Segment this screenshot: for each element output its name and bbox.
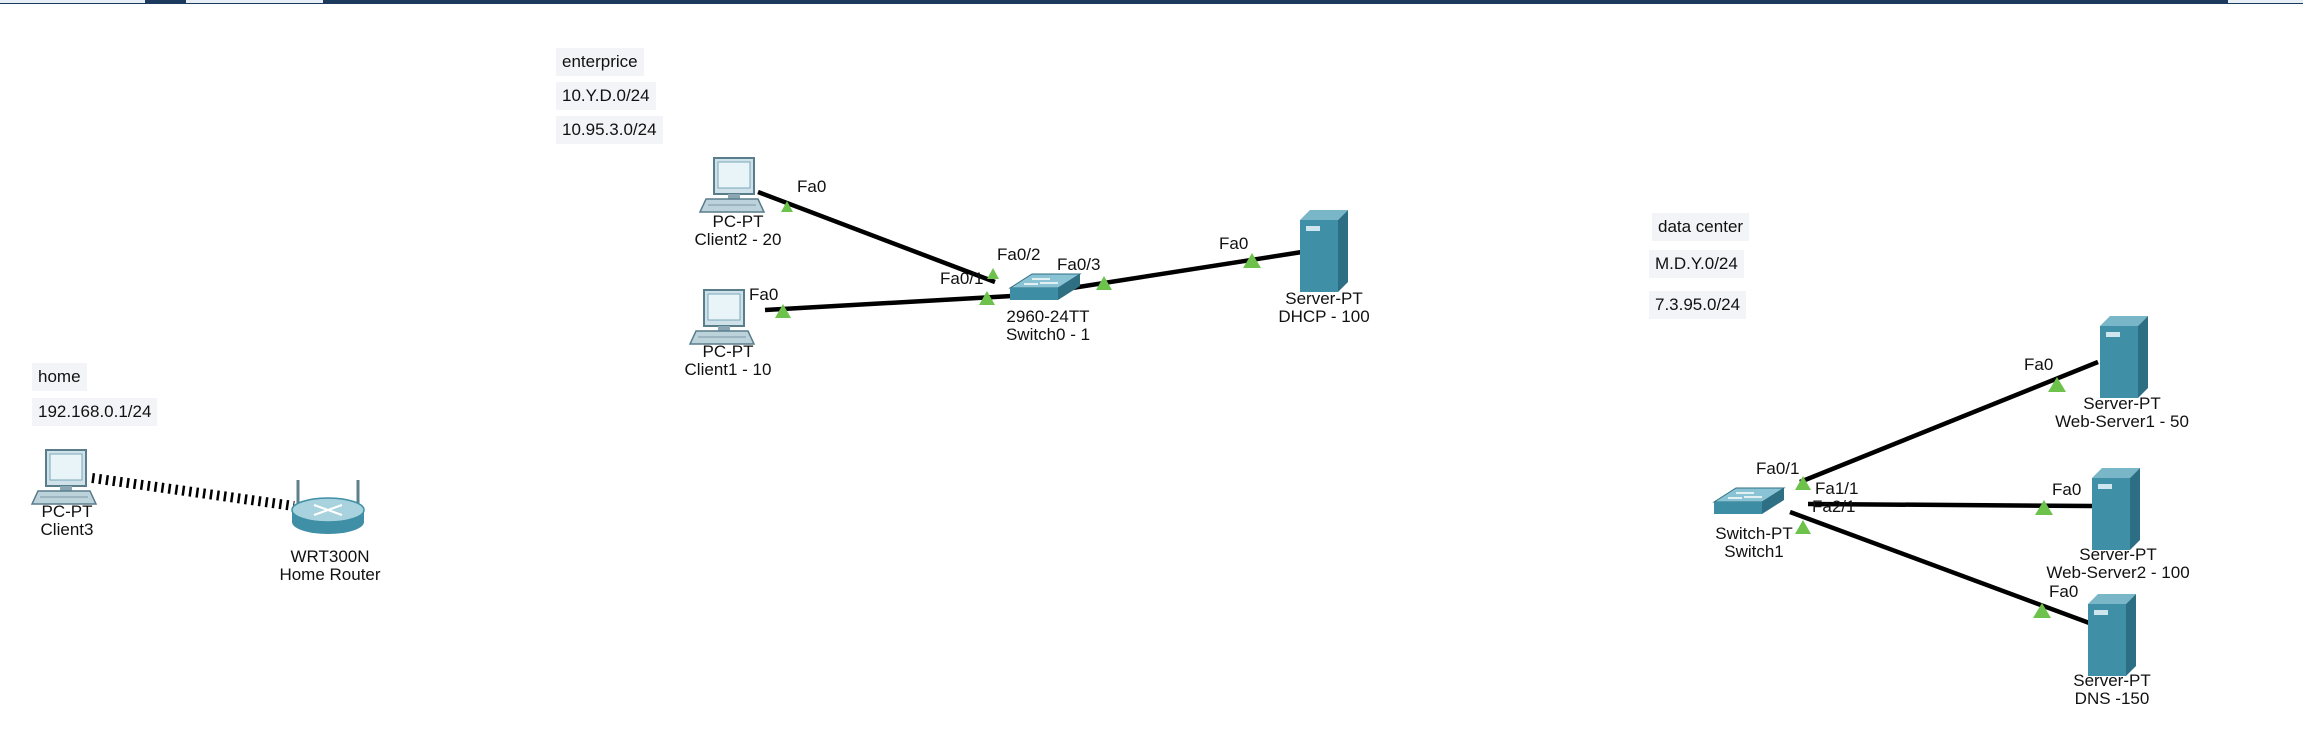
port-label: Fa0 (797, 177, 826, 196)
device-name-label: Home Router (279, 565, 380, 584)
note-enterprise-title[interactable]: enterprice (556, 48, 644, 76)
port-label: Fa0/1 (940, 269, 983, 288)
link-up-indicator (1795, 476, 1811, 490)
toolbar-tab[interactable] (0, 0, 145, 3)
device-model-label: Switch-PT (1715, 524, 1792, 543)
link-switch0-dhcp[interactable] (1071, 249, 1303, 291)
note-datacenter-subnet[interactable]: 7.3.95.0/24 (1649, 291, 1747, 319)
device-name-label: Web-Server2 - 100 (2046, 563, 2189, 582)
port-label: Fa0 (2024, 355, 2053, 374)
note-enterprise-subnet-template[interactable]: 10.Y.D.0/24 (556, 82, 656, 110)
switch-icon (1713, 487, 1785, 515)
link-up-indicator (1243, 253, 1261, 268)
link-up-indicator (775, 304, 791, 318)
port-label: Fa0 (749, 285, 778, 304)
port-label: Fa0/3 (1057, 255, 1100, 274)
device-model-label: PC-PT (703, 342, 754, 361)
device-home-router[interactable]: WRT300N Home Router (279, 478, 381, 584)
pc-icon (31, 449, 97, 505)
device-model-label: PC-PT (713, 212, 764, 231)
device-name-label: Switch0 - 1 (1006, 325, 1090, 344)
note-datacenter-subnet-template[interactable]: M.D.Y.0/24 (1649, 250, 1744, 278)
device-name-label: Client3 (41, 520, 94, 539)
port-label: Fa0 (2052, 480, 2081, 499)
toolbar-tab[interactable] (186, 0, 323, 3)
device-name-label: Switch1 (1724, 542, 1784, 561)
port-label: Fa1/1 (1815, 479, 1858, 498)
link-up-indicator (2035, 500, 2053, 515)
device-client2[interactable]: PC-PT Client2 - 20 (695, 157, 782, 249)
device-model-label: WRT300N (290, 547, 369, 566)
note-home-subnet[interactable]: 192.168.0.1/24 (32, 398, 158, 426)
server-icon (1300, 210, 1348, 292)
device-client1[interactable]: PC-PT Client1 - 10 (685, 289, 772, 379)
link-up-indicator (781, 201, 793, 212)
device-name-label: Client1 - 10 (685, 360, 772, 379)
device-model-label: Server-PT (2073, 671, 2150, 690)
device-name-label: DNS -150 (2075, 689, 2150, 708)
device-web-server1[interactable]: Server-PT Web-Server1 - 50 (2055, 316, 2189, 431)
link-up-indicator (1096, 276, 1112, 290)
server-icon (2092, 468, 2140, 550)
device-name-label: Web-Server1 - 50 (2055, 412, 2189, 431)
top-toolbar-strip (0, 0, 2303, 4)
link-up-indicator (2048, 377, 2066, 392)
device-web-server2[interactable]: Server-PT Web-Server2 - 100 (2046, 468, 2190, 582)
pc-icon (699, 157, 765, 213)
port-label: Fa2/1 (1812, 497, 1855, 516)
port-label: Fa0 (2049, 582, 2078, 601)
link-status-indicators (775, 201, 2066, 618)
device-model-label: PC-PT (42, 502, 93, 521)
link-client1-switch0[interactable] (764, 293, 1013, 313)
port-labels: Fa0 Fa0/2 Fa0 Fa0/1 Fa0/3 Fa0 Fa0/1 Fa1/… (749, 177, 2081, 601)
link-up-indicator (1795, 520, 1811, 534)
wireless-router-icon (290, 478, 366, 536)
switch-icon (1009, 273, 1081, 301)
device-model-label: 2960-24TT (1006, 307, 1089, 326)
port-label: Fa0/1 (1756, 459, 1799, 478)
link-switch1-web1[interactable] (1799, 359, 2099, 485)
link-up-indicator (987, 268, 999, 279)
device-model-label: Server-PT (2079, 545, 2156, 564)
note-datacenter-title[interactable]: data center (1652, 213, 1750, 241)
link-up-indicator (979, 291, 995, 305)
toolbar-tab[interactable] (2228, 0, 2303, 3)
device-switch1[interactable]: Switch-PT Switch1 (1713, 487, 1793, 561)
device-dns-server[interactable]: Server-PT DNS -150 (2073, 594, 2151, 708)
device-name-label: Client2 - 20 (695, 230, 782, 249)
port-label: Fa0/2 (997, 245, 1040, 264)
note-home-title[interactable]: home (32, 363, 87, 391)
link-client2-switch0[interactable] (757, 189, 996, 285)
wireless-link-client3-router[interactable] (91, 473, 295, 511)
device-name-label: DHCP - 100 (1278, 307, 1369, 326)
server-icon (2088, 594, 2136, 676)
note-enterprise-subnet[interactable]: 10.95.3.0/24 (556, 116, 663, 144)
pc-icon (689, 289, 755, 345)
device-switch0[interactable]: 2960-24TT Switch0 - 1 (1006, 273, 1090, 344)
device-client3[interactable]: PC-PT Client3 (31, 449, 97, 539)
server-icon (2100, 316, 2148, 398)
port-label: Fa0 (1219, 234, 1248, 253)
device-model-label: Server-PT (2083, 394, 2160, 413)
link-up-indicator (2033, 603, 2051, 618)
device-model-label: Server-PT (1285, 289, 1362, 308)
device-dhcp-server[interactable]: Server-PT DHCP - 100 (1278, 210, 1370, 326)
